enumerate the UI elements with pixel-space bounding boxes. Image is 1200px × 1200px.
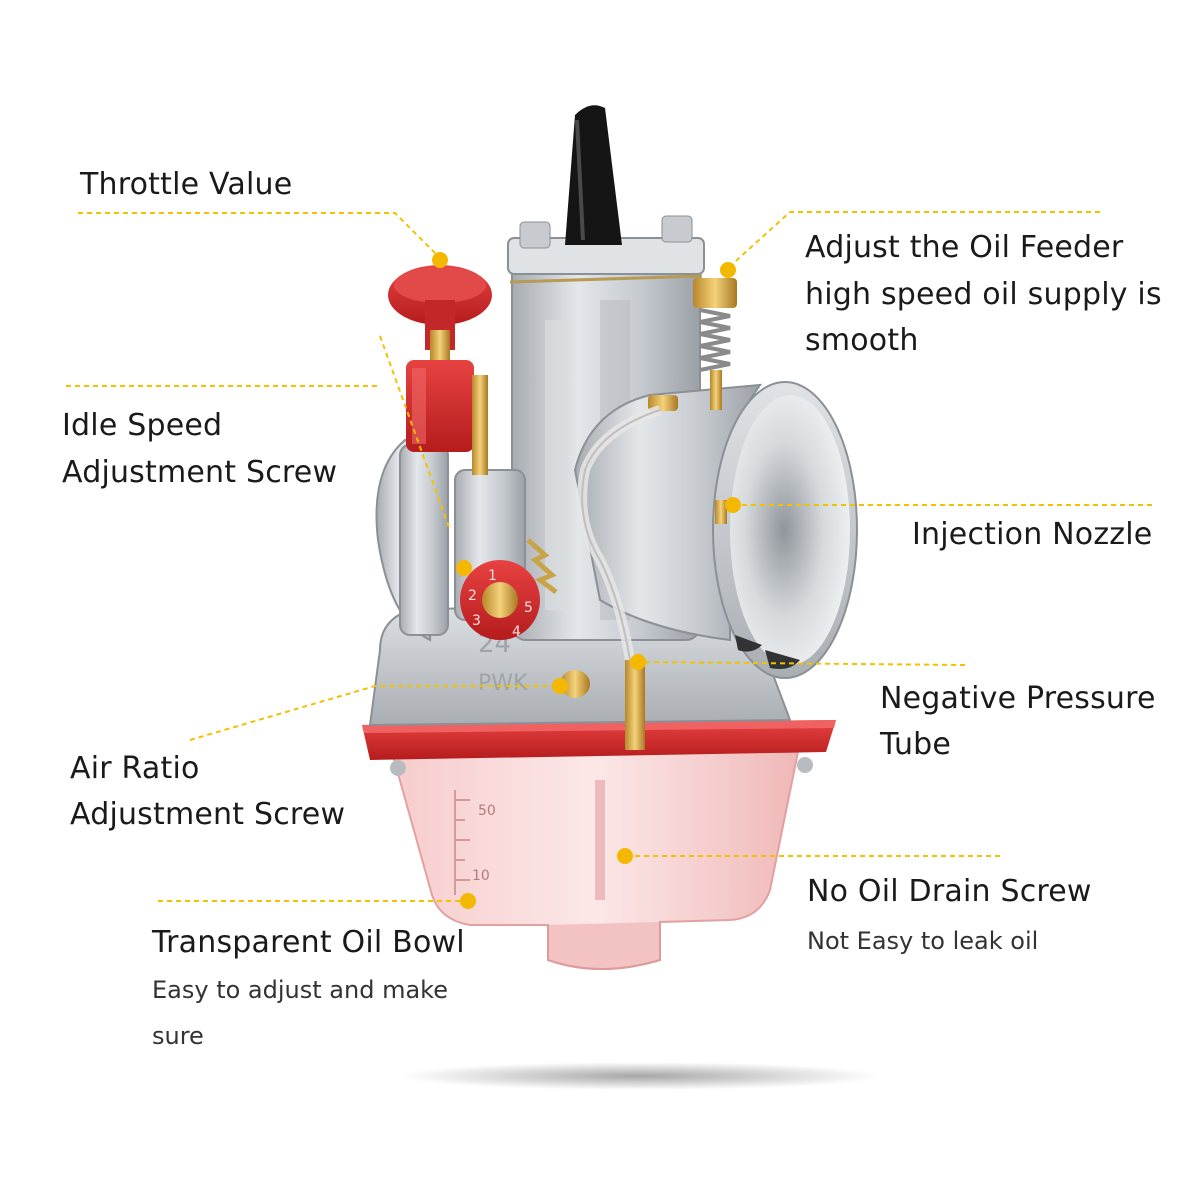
label-oil-feeder-3: smooth bbox=[805, 323, 919, 358]
label-drain: No Oil Drain Screw bbox=[807, 874, 1092, 909]
fittings bbox=[560, 395, 727, 750]
leader-negative bbox=[639, 661, 966, 666]
leader-throttle bbox=[78, 212, 441, 259]
dot-idle bbox=[456, 560, 472, 576]
label-air-2: Adjustment Screw bbox=[70, 797, 346, 832]
label-air-1: Air Ratio bbox=[70, 751, 200, 786]
dot-oil-feeder bbox=[720, 262, 736, 278]
oil-feeder-screw bbox=[693, 278, 737, 410]
knob-number-5: 5 bbox=[524, 600, 533, 616]
dot-bowl bbox=[460, 893, 476, 909]
label-negative-1: Negative Pressure bbox=[880, 681, 1156, 716]
knob-number-1: 1 bbox=[488, 568, 497, 584]
label-idle-1: Idle Speed bbox=[62, 408, 223, 443]
leader-idle-arm bbox=[379, 335, 451, 531]
red-flange bbox=[362, 720, 836, 776]
ground-shadow bbox=[400, 1062, 880, 1090]
sublabel-drain: Not Easy to leak oil bbox=[807, 927, 1039, 955]
leader-lines bbox=[66, 211, 1152, 909]
label-idle-2: Adjustment Screw bbox=[62, 455, 338, 490]
leader-air bbox=[189, 685, 560, 741]
throttle-knob bbox=[388, 265, 492, 475]
bowl-scale-10: 10 bbox=[472, 868, 490, 884]
knob-number-2: 2 bbox=[468, 588, 477, 604]
knob-number-4: 4 bbox=[512, 624, 521, 640]
sublabel-bowl-2: sure bbox=[152, 1022, 204, 1050]
label-throttle: Throttle Value bbox=[80, 167, 293, 202]
leader-oil-feeder bbox=[727, 211, 1100, 269]
oil-bowl: 100 50 10 bbox=[390, 726, 800, 970]
dot-throttle bbox=[432, 252, 448, 268]
dot-air bbox=[552, 678, 568, 694]
label-oil-feeder-1: Adjust the Oil Feeder bbox=[805, 230, 1124, 265]
label-oil-feeder-2: high speed oil supply is bbox=[805, 277, 1162, 312]
dot-nozzle bbox=[725, 497, 741, 513]
dot-negative bbox=[630, 654, 646, 670]
label-negative-2: Tube bbox=[880, 727, 952, 762]
sublabel-bowl-1: Easy to adjust and make bbox=[152, 976, 448, 1004]
casting-mark-brand: PWK bbox=[478, 671, 528, 696]
bowl-scale-50: 50 bbox=[478, 803, 496, 819]
air-ratio-knob: 1 2 3 4 5 bbox=[460, 538, 558, 640]
dot-drain bbox=[617, 848, 633, 864]
bell-mouth bbox=[573, 381, 858, 679]
label-bowl: Transparent Oil Bowl bbox=[152, 925, 465, 960]
knob-number-3: 3 bbox=[472, 613, 481, 629]
label-nozzle: Injection Nozzle bbox=[912, 517, 1153, 552]
black-cap bbox=[565, 105, 622, 245]
